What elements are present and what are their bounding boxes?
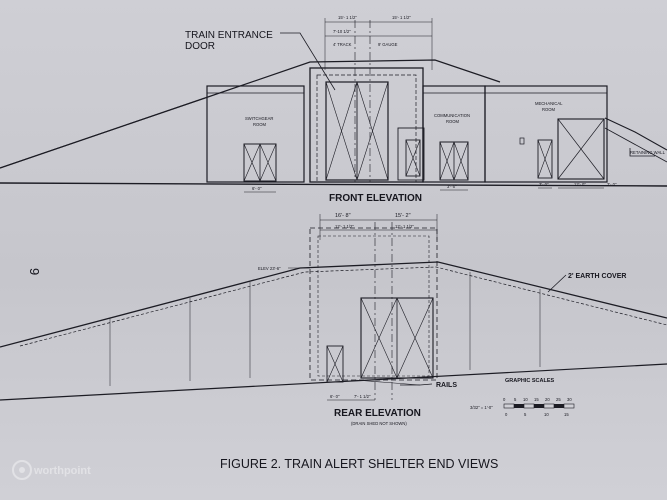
figure-caption: FIGURE 2. TRAIN ALERT SHELTER END VIEWS: [220, 457, 498, 471]
front-left-slope: [0, 97, 206, 169]
rails-label: RAILS: [436, 382, 457, 389]
scale-tick-0: 0: [503, 397, 506, 402]
front-right-slope-lower: [604, 127, 667, 163]
front-roof-slope: [0, 59, 501, 169]
scale-ratio: 3/32" = 1'-0": [470, 405, 493, 410]
switchgear-label-1: SWITCHGEAR: [245, 116, 273, 121]
retaining-wall-label: RETAINING WALL: [630, 150, 666, 155]
front-dim-top-right: 15'- 1 1/2": [392, 15, 411, 20]
rear-bay-inner: [317, 235, 430, 377]
scale-tick-5: 5: [514, 397, 517, 402]
train-door-cross: [325, 81, 389, 181]
front-dim-mid-2: 4' TRACK: [333, 42, 352, 47]
communication-label-1: COMMUNICATION: [434, 113, 470, 118]
rear-earth-inner: [19, 266, 667, 347]
front-bottom-dim-1: 6'- 0": [252, 186, 262, 191]
rear-earth-outline: [0, 261, 667, 348]
rails-leader-2: [354, 379, 421, 386]
mechanical-large-door-cross: [557, 118, 605, 180]
mechanical-label-1: MECHANICAL: [535, 101, 563, 106]
scale-tick-15: 15: [534, 397, 539, 402]
scale-tick-20: 20: [545, 397, 550, 402]
scale-bar-seg-2: [523, 403, 535, 409]
scale-tick-30: 30: [567, 397, 572, 402]
callout-line-2: DOOR: [185, 41, 215, 52]
service-door-frame: [397, 127, 425, 181]
front-dim-top-left: 15'- 1 1/2": [338, 15, 357, 20]
rear-dim-mid-2: 12'- 1 1/2": [395, 224, 414, 229]
train-bay-inner: [316, 74, 417, 183]
front-dim-mid-3: 9' GAUGE: [378, 42, 398, 47]
switchgear-label-2: ROOM: [253, 122, 267, 127]
scale-tick-10: 10: [523, 397, 528, 402]
rear-elev-label: ELEV 23'-6": [258, 266, 281, 271]
communication-door-cross: [439, 141, 469, 181]
scale-lower-5: 5: [524, 412, 527, 417]
front-dim-mid-1: 7'-10 1/2": [333, 29, 351, 34]
front-bottom-dim-2: 3'- 6": [447, 184, 457, 189]
communication-label-2: ROOM: [446, 119, 460, 124]
rear-elevation: [0, 214, 667, 401]
rear-dim-bot-1: 6'- 0": [330, 394, 340, 399]
page-number: 9: [27, 268, 42, 275]
earth-cover-label: 2' EARTH COVER: [568, 273, 626, 280]
rear-elevation-subtitle: (DRAIN SHED NOT SHOWN): [351, 421, 407, 426]
mechanical-label-2: ROOM: [542, 107, 556, 112]
service-door: [405, 139, 421, 177]
scale-bar-seg-3: [543, 403, 555, 409]
watermark-logo: worthpoint: [12, 460, 91, 480]
scale-bar-solid: [504, 404, 574, 408]
front-bottom-dim-4: 12'- 0": [574, 182, 586, 187]
earth-cover-leader: [547, 274, 567, 293]
front-right-slope: [604, 117, 667, 151]
rear-dim-bot-2: 7'- 1 1/2": [354, 394, 371, 399]
mechanical-block: [484, 85, 608, 183]
callout-line-1: TRAIN ENTRANCE: [185, 30, 273, 41]
scale-lower-15: 15: [564, 412, 569, 417]
front-elevation: [0, 18, 667, 193]
service-door-cross: [405, 139, 421, 177]
rear-elevation-title: REAR ELEVATION: [334, 408, 421, 419]
rear-door-cross: [360, 297, 434, 379]
scale-bar-seg-1: [503, 403, 515, 409]
rear-dim-mid-1: 12'- 1 1/2": [335, 224, 354, 229]
switchgear-door-cross: [243, 143, 277, 182]
scale-lower-0: 0: [505, 412, 508, 417]
front-bottom-dim-3: 3'- 0": [539, 182, 549, 187]
front-bottom-dim-5: 3'- 0": [607, 182, 617, 187]
rear-dim-top-1: 16'- 8": [335, 213, 351, 219]
retaining-wall-mark: [629, 148, 655, 157]
watermark-text: worthpoint: [33, 465, 91, 477]
scale-lower-10: 10: [544, 412, 549, 417]
mechanical-vent: [519, 137, 525, 145]
rear-dim-top-2: 15'- 2": [395, 213, 411, 219]
rear-small-door: [326, 345, 344, 383]
switchgear-block: [206, 85, 305, 183]
mechanical-small-door: [537, 139, 553, 179]
mechanical-large-door: [557, 118, 605, 180]
rear-small-door-cross: [326, 345, 344, 383]
front-elevation-title: FRONT ELEVATION: [329, 193, 422, 204]
scale-bar-seg-4: [563, 403, 575, 409]
graphic-scale: GRAPHIC SCALES 0 5 10 15 20 25 30 0 5 10…: [470, 378, 575, 417]
front-ground-line: [0, 182, 667, 187]
graphic-scale-title: GRAPHIC SCALES: [505, 378, 555, 384]
scale-tick-25: 25: [556, 397, 561, 402]
callout-leader: [280, 32, 336, 91]
rear-bay-outline: [309, 227, 438, 381]
mechanical-small-door-cross: [537, 139, 553, 179]
